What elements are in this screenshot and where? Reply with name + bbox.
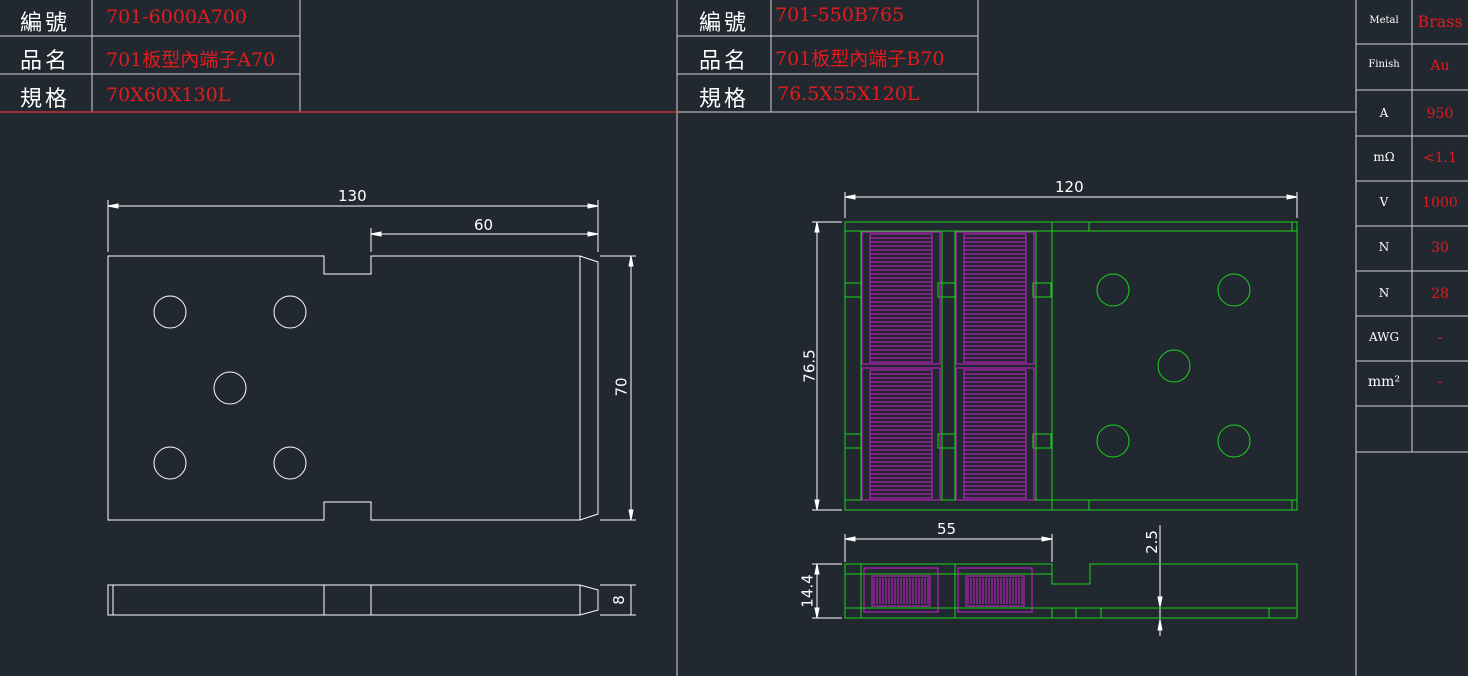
spec-key: AWG [1368, 330, 1400, 344]
spec-key: V [1379, 195, 1389, 209]
part-a-code-value: 701-6000A700 [106, 6, 248, 28]
part-b-spec-label: 規格 [699, 87, 750, 112]
part-b-height-dim: 76.5 [800, 349, 819, 383]
part-b-side-view[interactable] [844, 563, 1298, 619]
spec-key: N [1378, 286, 1390, 300]
spec-key: A [1379, 106, 1389, 120]
part-a-top-view[interactable] [107, 255, 599, 521]
spec-key: Metal [1369, 15, 1399, 26]
spec-value: Brass [1417, 12, 1463, 31]
part-b-name-label: 品名 [699, 49, 750, 74]
spec-value: 28 [1431, 286, 1449, 302]
part-b-spec-value: 76.5X55X120L [777, 83, 920, 105]
part-b-length-dim: 120 [1055, 178, 1084, 196]
spec-value: 30 [1431, 240, 1449, 256]
part-a-side-view[interactable] [107, 584, 636, 616]
part-a-dimension-lines [107, 200, 636, 521]
spec-value: - [1437, 374, 1443, 390]
spec-value: 1000 [1422, 195, 1458, 211]
part-a-thickness-dim: 8 [609, 595, 628, 605]
spec-key: Finish [1368, 59, 1400, 70]
part-b-thickness-dim: 14.4 [798, 574, 817, 608]
part-a-offset-dim: 60 [474, 216, 494, 234]
part-a-length-dim: 130 [338, 187, 367, 205]
part-b-step-dim: 2.5 [1142, 530, 1161, 554]
spec-key: N [1378, 240, 1390, 254]
spec-value: <1.1 [1423, 150, 1457, 166]
part-a-name-value: 701板型內端子A70 [106, 49, 276, 71]
spec-key: mm² [1367, 374, 1401, 390]
part-a-height-dim: 70 [612, 377, 631, 397]
part-a-name-label: 品名 [20, 49, 71, 74]
part-b-code-label: 編號 [699, 11, 750, 36]
part-b-code-value: 701-550B765 [775, 4, 905, 26]
part-a-code-label: 編號 [20, 11, 71, 36]
part-b-width-dim: 55 [937, 520, 957, 538]
spec-key: mΩ [1373, 150, 1395, 164]
spec-value: 950 [1426, 106, 1454, 122]
part-a-spec-value: 70X60X130L [106, 84, 231, 106]
part-b-dimension-lines [812, 192, 1298, 636]
part-b-name-value: 701板型內端子B70 [775, 48, 945, 70]
part-a-spec-label: 規格 [20, 87, 71, 112]
spec-value: - [1437, 330, 1443, 346]
spec-value: Au [1430, 58, 1450, 74]
part-b-top-view[interactable] [844, 221, 1298, 511]
